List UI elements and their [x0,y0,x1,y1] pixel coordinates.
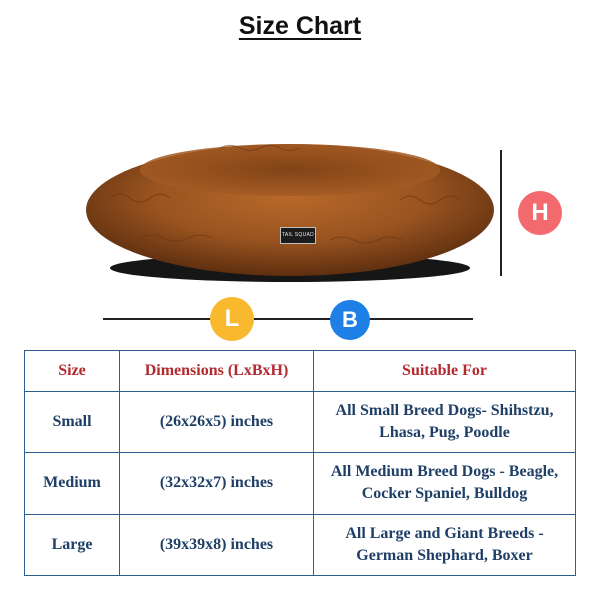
dimensions-cell: (26x26x5) inches [119,390,314,454]
breadth-badge: B [330,300,370,340]
suitable-line: All Medium Breed Dogs - Beagle, [330,463,559,481]
height-dimension-line [500,150,502,276]
suitable-line: German Shephard, Boxer [356,546,533,564]
table-header-row: Size Dimensions (LxBxH) Suitable For [24,350,576,392]
size-cell: Medium [24,452,120,515]
dog-bed-image: TAIL SQUAD [80,128,500,288]
dimensions-cell: (39x39x8) inches [119,513,314,577]
suitable-for-cell: All Medium Breed Dogs - Beagle, Cocker S… [313,452,576,515]
suitable-for-cell: All Large and Giant Breeds - German Shep… [313,513,576,577]
height-badge: H [518,191,562,235]
header-suitable-for: Suitable For [313,350,576,392]
length-breadth-dimension-line [103,318,473,320]
size-cell: Small [24,390,120,454]
brand-tag: TAIL SQUAD [280,227,316,244]
dimensions-cell: (32x32x7) inches [119,452,314,515]
table-row: Medium (32x32x7) inches All Medium Breed… [24,452,576,515]
suitable-line: Lhasa, Pug, Poodle [379,424,510,442]
header-size: Size [24,350,120,392]
suitable-line: All Large and Giant Breeds - [345,524,544,542]
header-dimensions: Dimensions (LxBxH) [119,350,314,392]
dog-bed-illustration [86,144,494,282]
suitable-line: All Small Breed Dogs- Shihstzu, [335,402,554,420]
suitable-line: Cocker Spaniel, Bulldog [361,485,528,503]
page-title: Size Chart [238,12,362,40]
size-table: Size Dimensions (LxBxH) Suitable For Sma… [24,350,576,577]
table-row: Small (26x26x5) inches All Small Breed D… [24,390,576,454]
size-cell: Large [24,513,120,577]
suitable-for-cell: All Small Breed Dogs- Shihstzu, Lhasa, P… [313,390,576,454]
table-row: Large (39x39x8) inches All Large and Gia… [24,513,576,577]
length-badge: L [210,297,254,341]
